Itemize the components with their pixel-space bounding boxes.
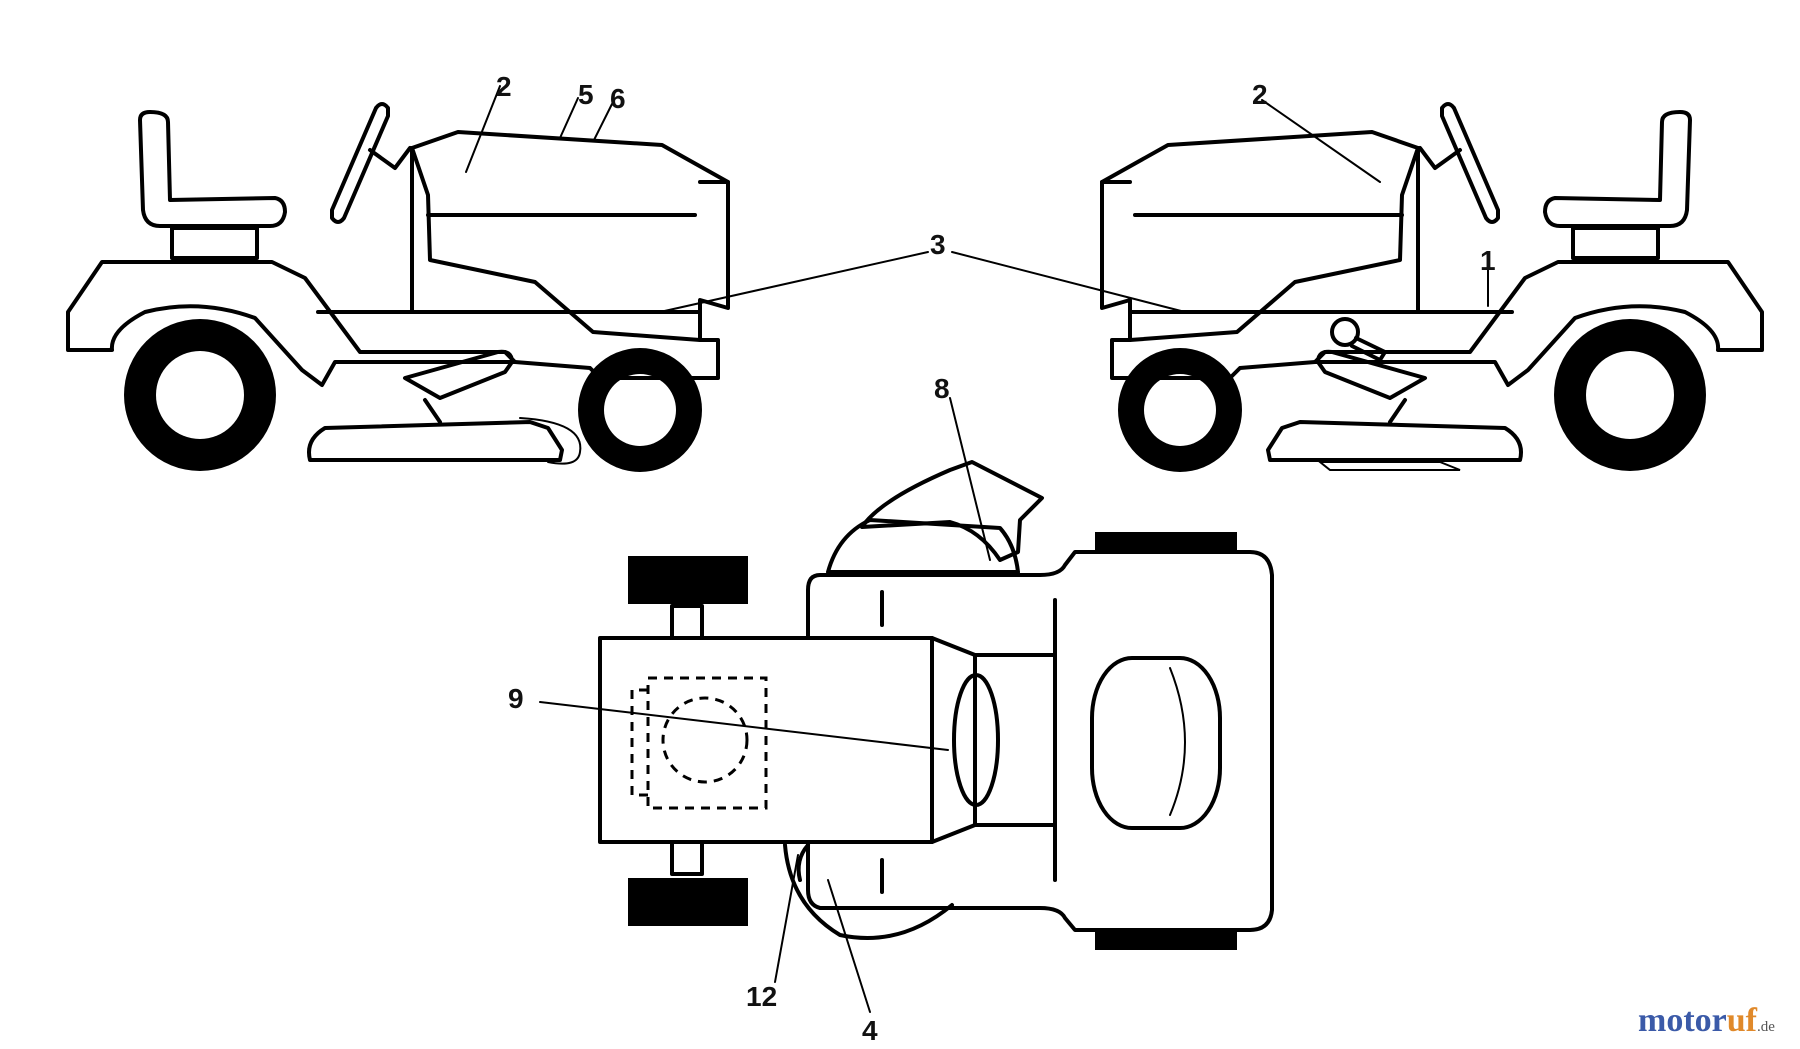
seat-base-right — [1571, 226, 1660, 260]
watermark-accent: uf — [1726, 1002, 1757, 1039]
key-right — [1330, 317, 1360, 347]
leader-3-left — [659, 251, 929, 313]
seat-right — [1543, 110, 1692, 228]
seat-cushion-dashed — [661, 696, 749, 784]
rear-axle-lower — [670, 840, 704, 876]
leader-3-right — [951, 251, 1186, 313]
watermark-main: motor — [1638, 1002, 1727, 1039]
callout-left-2: 2 — [496, 71, 512, 102]
callout-center-3: 3 — [930, 229, 946, 260]
steering-column-right — [1418, 146, 1462, 170]
callout-right-1: 1 — [1480, 245, 1496, 276]
discharge-chute — [860, 460, 1044, 562]
deck-top-outline — [826, 518, 1020, 574]
rear-tire-top-upper — [628, 556, 748, 604]
steering-column-left — [368, 146, 412, 170]
seat-left — [138, 110, 287, 228]
hood-left — [410, 130, 730, 342]
frame-left — [316, 310, 720, 380]
rear-hub-right — [1586, 351, 1674, 439]
leader-right-2 — [1261, 99, 1381, 183]
steering-wheel-left — [330, 102, 390, 224]
hood-top-highlight — [1169, 667, 1186, 816]
callout-right-2: 2 — [1252, 79, 1268, 110]
steering-top — [952, 673, 1000, 807]
tractor-right-side-view — [1100, 99, 1764, 472]
hood-right — [1100, 130, 1420, 342]
tractor-top-view — [539, 397, 1274, 1013]
seat-back-dashed — [630, 688, 648, 797]
pedal-left — [403, 349, 514, 400]
callout-top-12: 12 — [746, 981, 777, 1012]
seat-outline-dashed — [646, 676, 768, 810]
deck-hanger-left — [423, 398, 442, 424]
leader-left-5 — [559, 97, 579, 139]
lever-right — [1350, 336, 1387, 362]
callout-top-9: 9 — [508, 683, 524, 714]
leader-4 — [827, 879, 871, 1013]
deck-skirt-right — [1317, 461, 1461, 471]
deck-chute-left — [519, 417, 582, 465]
callout-top-8: 8 — [934, 373, 950, 404]
frame-right — [1110, 310, 1514, 380]
rear-fender-top — [598, 636, 977, 844]
deck-hanger-right — [1388, 398, 1407, 424]
seat-base-left — [170, 226, 259, 260]
callout-left-6: 6 — [610, 83, 626, 114]
rear-tire-top-lower — [628, 878, 748, 926]
deck-edge-lower — [796, 843, 810, 882]
leader-left-2 — [465, 85, 501, 173]
mower-deck-left — [307, 420, 564, 462]
leader-12 — [774, 854, 799, 983]
leader-9 — [539, 701, 949, 751]
leader-left-6 — [593, 103, 613, 141]
front-tire-top-upper — [1095, 532, 1237, 552]
mower-deck-right — [1266, 420, 1523, 462]
hood-top — [1090, 656, 1222, 830]
watermark-tld: .de — [1756, 1019, 1775, 1035]
front-tire-top-lower — [1095, 930, 1237, 950]
dash-top — [973, 653, 1057, 827]
rear-hub-left — [156, 351, 244, 439]
front-hub-left — [604, 374, 676, 446]
front-hub-right — [1144, 374, 1216, 446]
callout-left-5: 5 — [578, 79, 594, 110]
steering-wheel-right — [1440, 102, 1500, 224]
watermark-logo: motoruf.de — [1638, 1002, 1775, 1040]
pedal-right — [1316, 349, 1427, 400]
rear-axle-upper — [670, 604, 704, 640]
tractor-left-side-view — [66, 85, 730, 472]
callout-top-4: 4 — [862, 1015, 878, 1046]
leader-8 — [949, 397, 991, 561]
